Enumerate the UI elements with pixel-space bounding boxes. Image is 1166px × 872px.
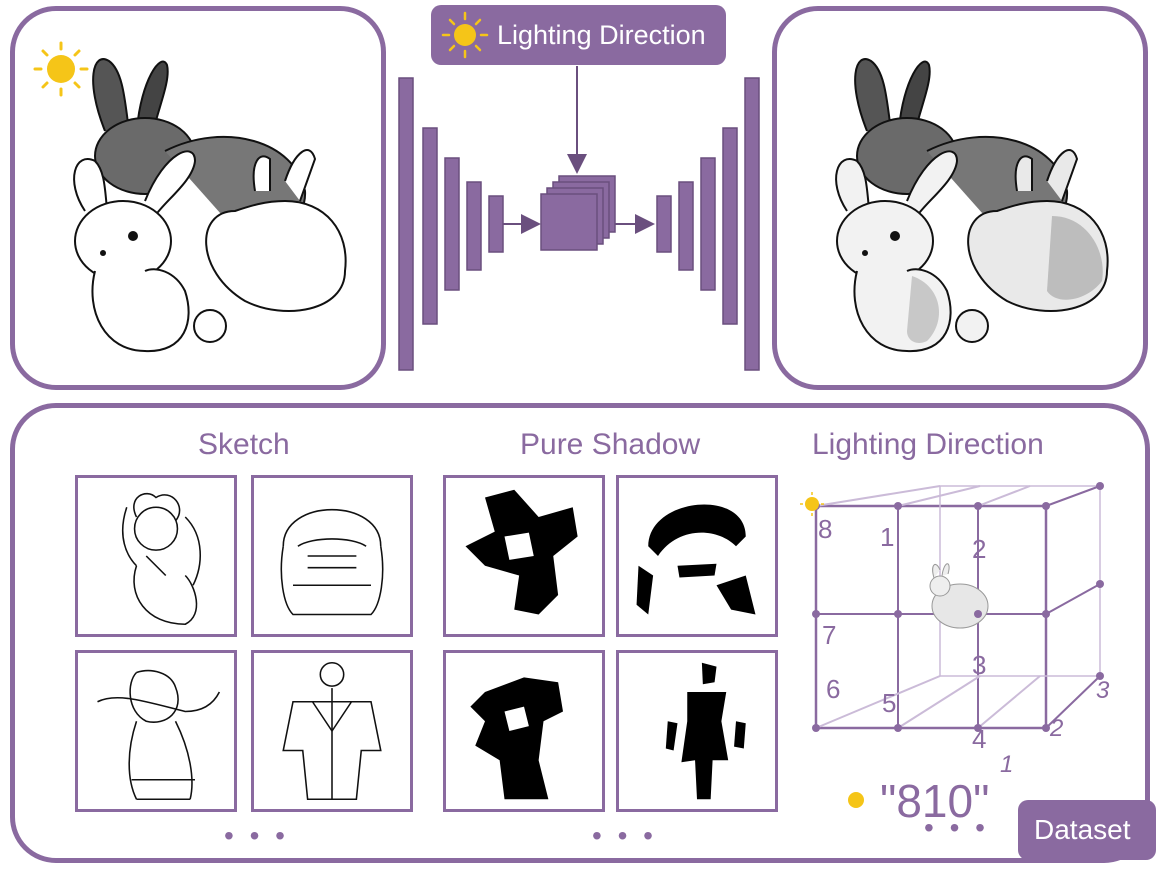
sun-dot-icon (848, 792, 864, 808)
decoder-layer (722, 127, 738, 325)
decoder-layer (700, 157, 716, 291)
shadow-thumbnail (443, 475, 605, 637)
sketch-thumbnail (75, 475, 237, 637)
encoder-layer (398, 77, 414, 371)
sketch-thumbnail (251, 475, 413, 637)
cube-number: 8 (818, 514, 832, 544)
shadow-thumbnail (616, 475, 778, 637)
lighting-ellipsis: • • • (924, 812, 989, 843)
input-sketch-panel (10, 6, 386, 390)
cube-number: 6 (826, 674, 840, 704)
lighting-direction-header: Lighting Direction (431, 5, 726, 65)
decoder-layer (656, 195, 672, 253)
cube-number: 1 (1000, 751, 1013, 778)
encoder-layer (488, 195, 504, 253)
rabbit-shaded-illustration (835, 58, 1109, 353)
sketch-thumbnail (251, 650, 413, 812)
sketch-thumbnail (75, 650, 237, 812)
output-shaded-panel (772, 6, 1148, 390)
cube-number: 4 (972, 724, 986, 754)
sketch-ellipsis: • • • (224, 820, 289, 851)
sketch-title: Sketch (198, 428, 290, 461)
decoder-layer (678, 181, 694, 271)
rabbit-sketch-illustration (73, 58, 347, 353)
decoder-layer (744, 77, 760, 371)
sun-icon (441, 11, 489, 59)
cube-number: 1 (880, 522, 894, 552)
rabbit-model-illustration (929, 563, 989, 629)
cube-number: 2 (972, 534, 986, 564)
pure-shadow-title: Pure Shadow (520, 428, 701, 461)
lighting-direction-title: Lighting Direction (812, 428, 1044, 461)
cube-number: 3 (1096, 677, 1110, 704)
shadow-ellipsis: • • • (592, 820, 657, 851)
cube-number: 3 (972, 650, 986, 680)
encoder-layer (422, 127, 438, 325)
shadow-thumbnail (443, 650, 605, 812)
dataset-label: Dataset (1018, 800, 1156, 860)
cube-number: 7 (822, 620, 836, 650)
encoder-layer (444, 157, 460, 291)
lighting-direction-label: Lighting Direction (497, 20, 706, 50)
cube-number: 2 (1049, 715, 1063, 742)
shadow-thumbnail (616, 650, 778, 812)
cube-number: 5 (882, 688, 896, 718)
sun-icon (33, 41, 89, 97)
lighting-cube-diagram: 8 7 6 1 2 5 4 3 1 2 3 (800, 482, 1110, 778)
lighting-code: "810" (880, 775, 990, 827)
encoder-layer (466, 181, 482, 271)
bottleneck-block (540, 193, 598, 251)
sun-icon (800, 492, 824, 516)
network-diagram (398, 66, 760, 371)
